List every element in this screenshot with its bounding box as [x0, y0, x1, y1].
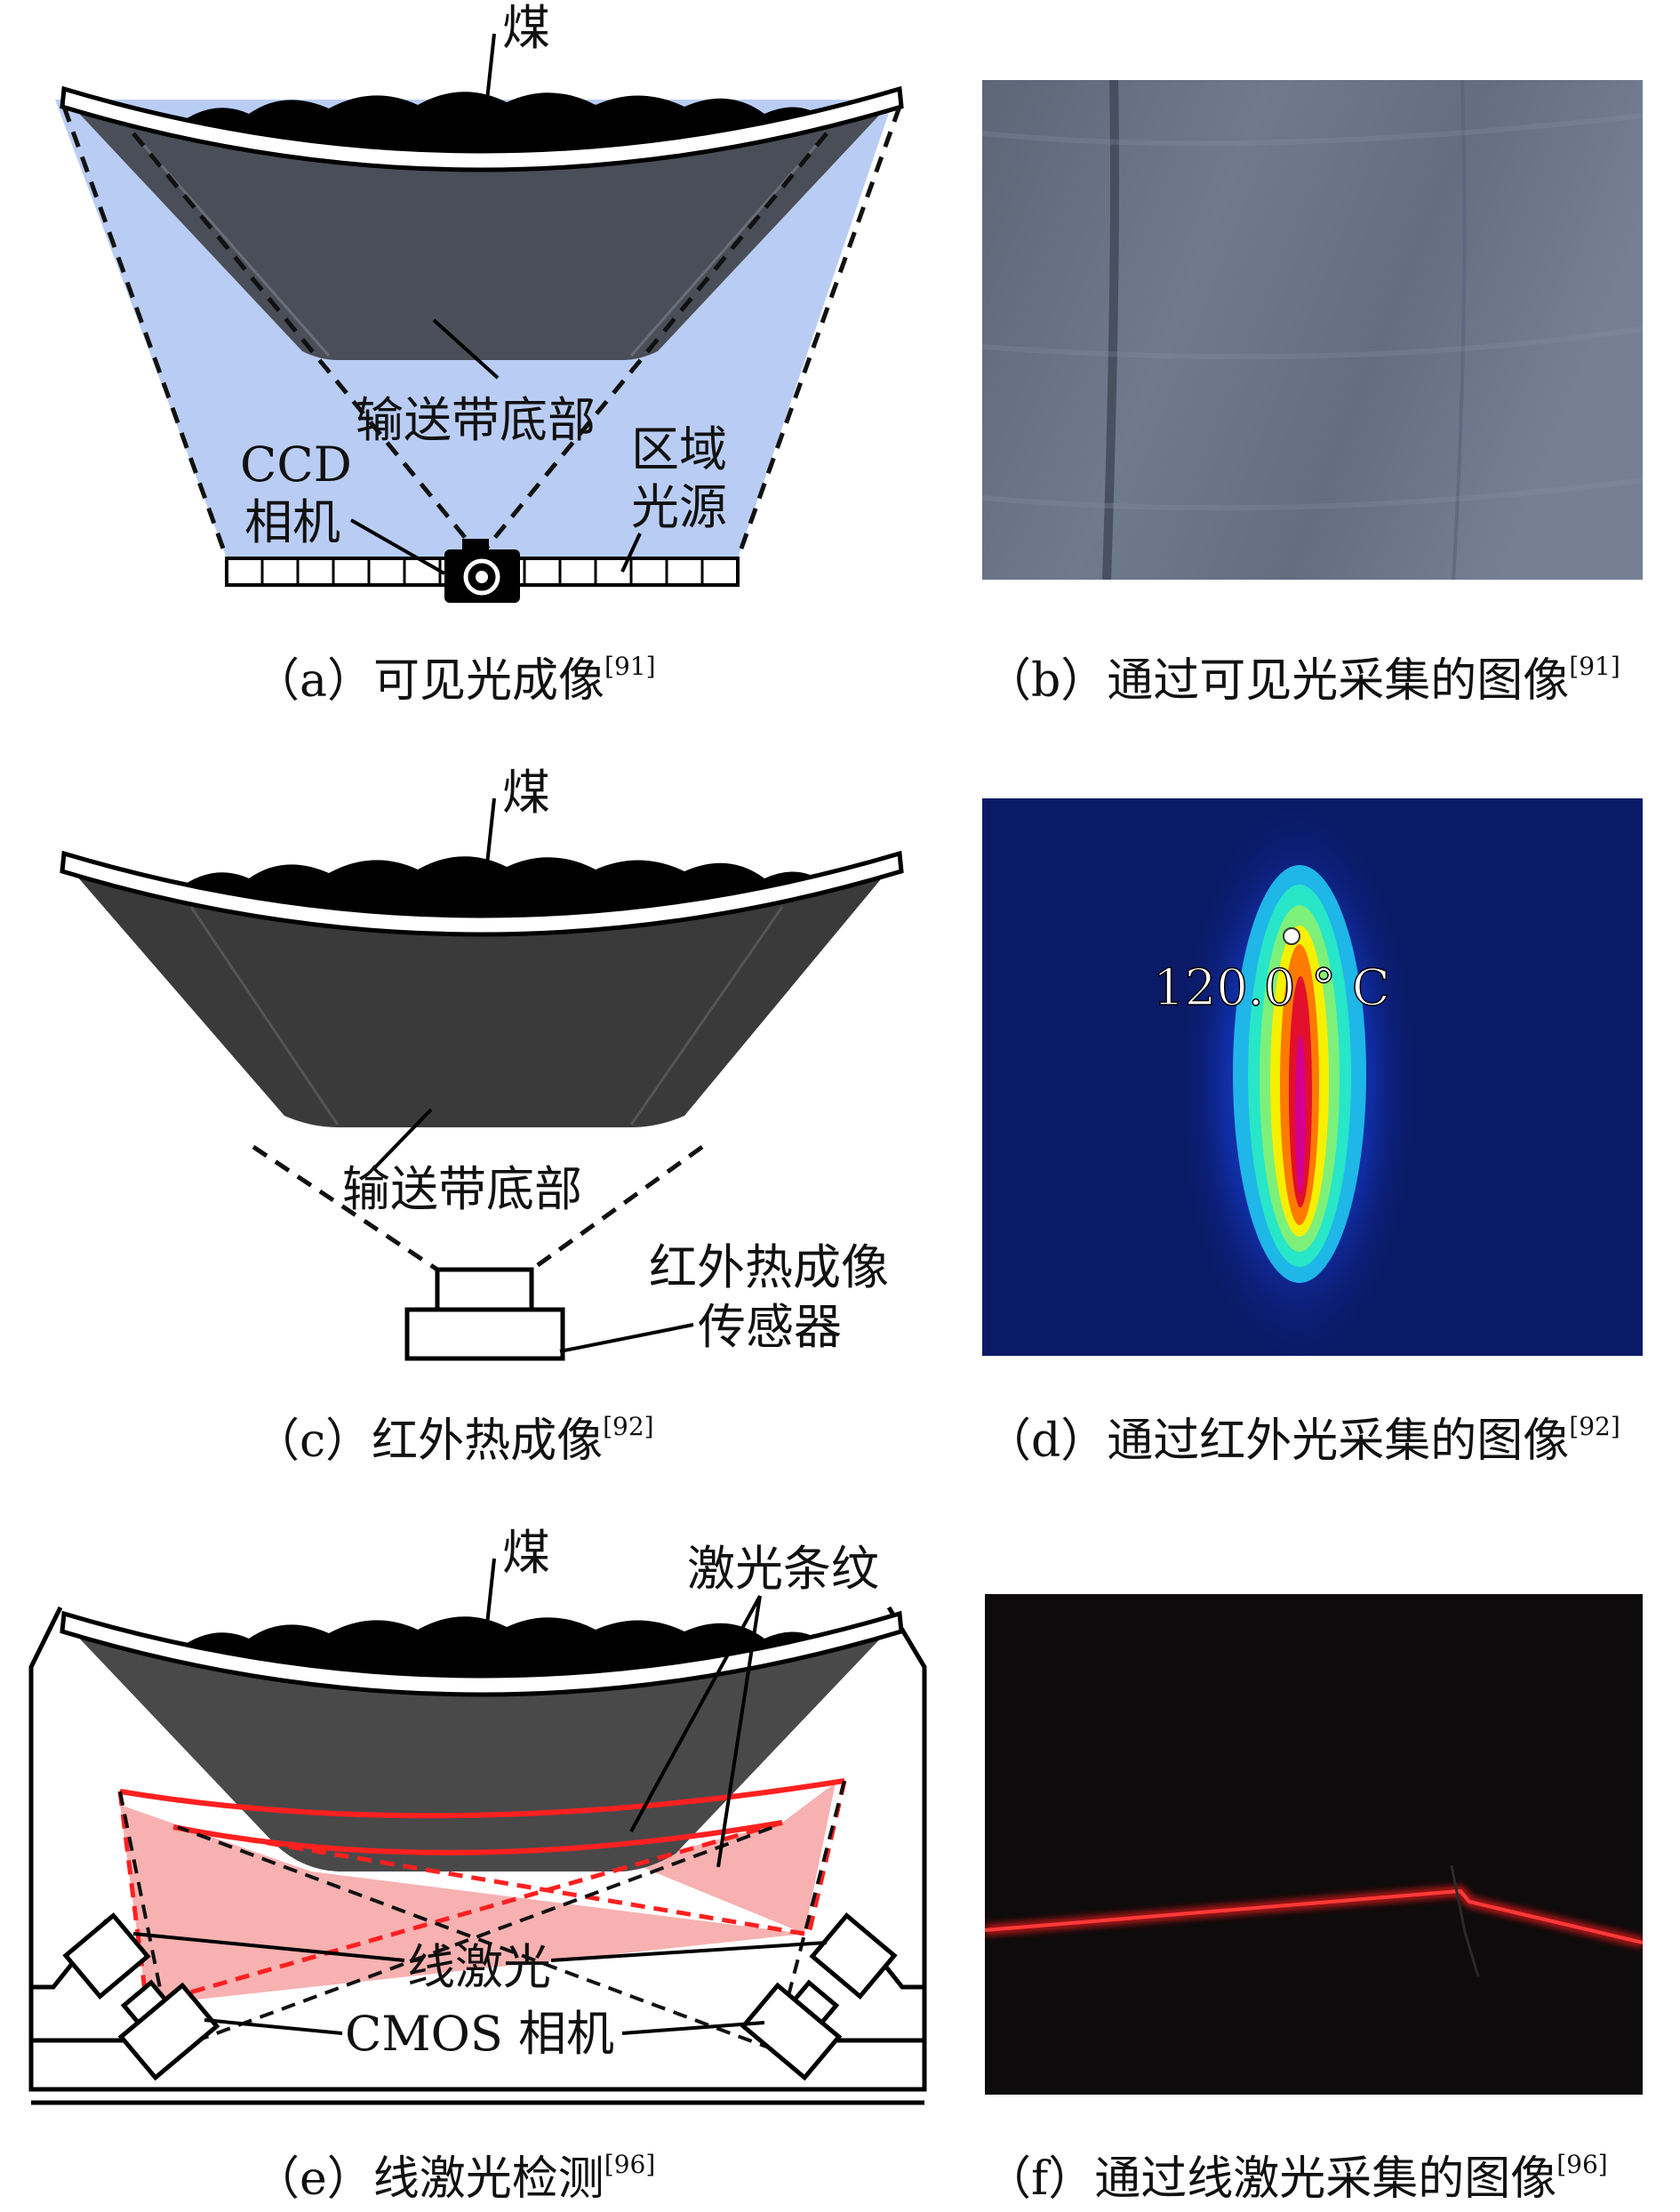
panel-e-line-laser-diagram: 煤 激光条纹 线激光 CMOS 相机 — [0, 1525, 942, 2129]
infrared-diagram-svg — [60, 797, 904, 1361]
panel-c-infrared-diagram: 煤 输送带底部 红外热成像 传感器 — [0, 765, 942, 1387]
laser-stripe-1 — [119, 1778, 845, 1819]
coal-label: 煤 — [502, 0, 550, 56]
cmos-camera-left-icon — [117, 1979, 220, 2081]
infrared-photo: 120.0 ° C — [982, 789, 1643, 1376]
belt-bottom-label: 输送带底部 — [342, 1161, 582, 1217]
ref-f: [96] — [1556, 2150, 1608, 2179]
caption-d: （d）通过红外光采集的图像[92] — [985, 1412, 1620, 1468]
sensor-lens — [435, 1267, 534, 1312]
cmos-camera-label: CMOS 相机 — [345, 2006, 615, 2062]
line-laser-left-icon — [62, 1911, 151, 2000]
sensor-label-line1: 红外热成像 — [649, 1239, 889, 1295]
panel-b-visible-light-image — [981, 79, 1644, 581]
visible-light-photo — [981, 79, 1644, 581]
pointer-lines-c — [372, 797, 694, 1353]
line-laser-label: 线激光 — [407, 1939, 551, 1995]
area-label: 区域 — [631, 421, 727, 477]
belt-edge — [60, 850, 904, 937]
sensor-body — [404, 1307, 565, 1361]
belt-inner-lines — [189, 906, 784, 1126]
line-laser-photo — [984, 1594, 1644, 2095]
coal-label: 煤 — [502, 1525, 550, 1581]
visible-light-diagram-svg — [55, 33, 904, 603]
ref-a: [91] — [604, 652, 656, 681]
laser-dashed-edges — [117, 1780, 847, 2008]
sensor-label-line2: 传感器 — [698, 1299, 842, 1355]
line-laser-diagram-svg — [28, 1558, 927, 2105]
line-laser-right-icon — [809, 1911, 898, 2000]
frame-base — [31, 1919, 924, 2105]
pointer-lines-a — [350, 33, 642, 575]
laser-stripe-label: 激光条纹 — [687, 1541, 879, 1597]
light-source-label: 光源 — [631, 479, 727, 535]
panel-d-infrared-image: 120.0 ° C — [982, 789, 1643, 1376]
belt-bottom-label: 输送带底部 — [356, 392, 596, 448]
view-dashed-lines — [252, 1144, 704, 1272]
belt-edge — [60, 1610, 904, 1697]
panel-f-line-laser-image — [984, 1594, 1644, 2095]
ccd-label: CCD — [240, 437, 352, 493]
belt-body — [71, 870, 889, 1127]
temperature-readout: 120.0 ° C — [1153, 959, 1390, 1017]
ref-b: [91] — [1569, 652, 1620, 681]
ref-e: [96] — [604, 2150, 656, 2179]
laser-fan-right — [631, 1783, 836, 1934]
cmos-camera-right-icon — [740, 1979, 843, 2081]
camera-dashed-lines — [118, 1780, 846, 2055]
caption-b: （b）通过可见光采集的图像[91] — [985, 652, 1620, 708]
panel-a-visible-light-diagram: 煤 输送带底部 CCD 相机 区域 光源 — [0, 0, 942, 640]
pointer-lines-e — [132, 1558, 828, 2035]
laser-fan-left — [120, 1805, 804, 2005]
ref-c: [92] — [603, 1412, 654, 1441]
caption-a: （a）可见光成像[91] — [253, 652, 656, 708]
support-frame — [28, 1606, 927, 2092]
caption-e: （e）线激光检测[96] — [253, 2150, 656, 2206]
coal-label: 煤 — [502, 765, 550, 821]
belt-edge — [60, 85, 904, 172]
belt-inner-lines — [132, 132, 828, 357]
caption-c: （c）红外热成像[92] — [253, 1412, 654, 1468]
ref-d: [92] — [1569, 1412, 1620, 1441]
ccd-camera-icon — [444, 539, 520, 603]
caption-f: （f）通过线激光采集的图像[96] — [985, 2150, 1608, 2206]
camera-label: 相机 — [244, 494, 340, 550]
